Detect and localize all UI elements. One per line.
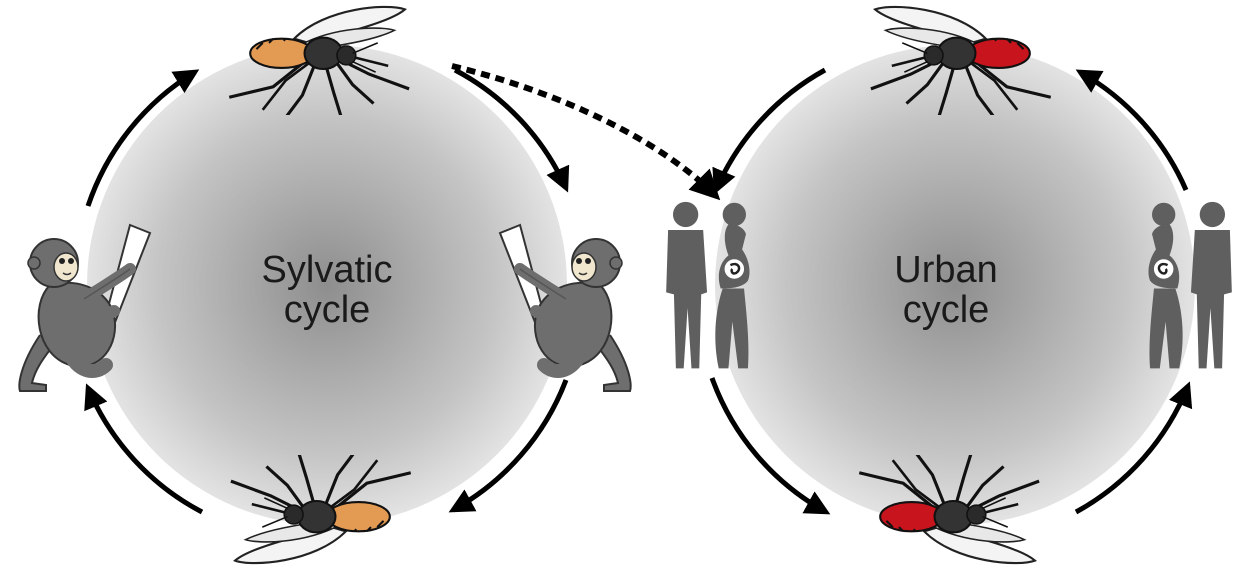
urban-label-line1: Urban — [894, 249, 998, 291]
sylvatic-label-line2: cycle — [284, 289, 371, 331]
urban-label-line2: cycle — [903, 289, 990, 331]
sylvatic-label-line1: Sylvatic — [262, 249, 393, 291]
human-couple-icon — [666, 202, 749, 369]
